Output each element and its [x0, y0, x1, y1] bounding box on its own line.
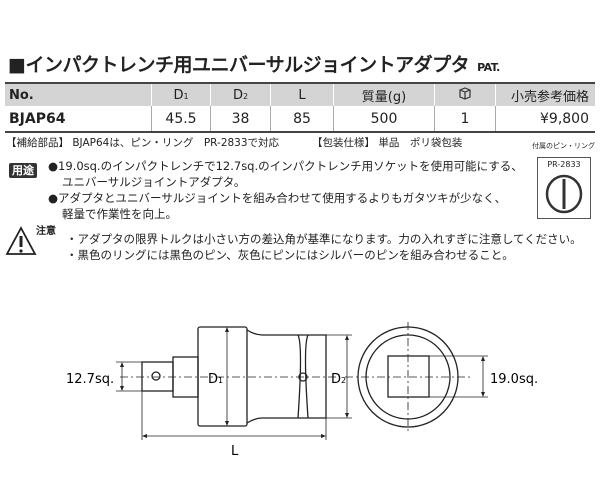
- page-title: ■インパクトレンチ用ユニバーサルジョイントアダプタ PAT.: [8, 50, 500, 77]
- label-19.0sq: 19.0sq.: [490, 372, 538, 387]
- patent-mark: PAT.: [477, 61, 500, 74]
- usage-tag: 用途: [9, 159, 37, 178]
- cell-d1: 45.5: [151, 106, 211, 133]
- ball-detent: [151, 371, 161, 381]
- title-text: ■インパクトレンチ用ユニバーサルジョイントアダプタ: [8, 54, 470, 76]
- cell-price: ¥9,800: [495, 106, 595, 133]
- sleeve-d2: [246, 329, 327, 424]
- usage-line: ●19.0sq.のインパクトレンチで12.7sq.のインパクトレンチ用ソケットを…: [48, 159, 523, 173]
- usage-line: ●アダプタとユニバーサルジョイントを組み合わせて使用するよりもガタツキが少なく、: [48, 191, 507, 205]
- warning-triangle-icon: [5, 226, 37, 255]
- collar-d1: [197, 326, 248, 427]
- usage-line: 軽量で作業性を向上。: [62, 207, 177, 221]
- square-drive: [141, 361, 174, 392]
- caution-line: ・黒色のリングには黒色のピン、灰色にピンにはシルバーのピンを組み合わせること。: [66, 248, 514, 262]
- pin-caption: 付属のピン・リング: [532, 142, 595, 150]
- pin-code: PR-2833: [547, 160, 581, 169]
- package-icon: [459, 87, 471, 100]
- caution-label: 注意: [36, 226, 56, 237]
- caution-line: ・アダプタの限界トルクは小さい方の差込角が基準になります。力の入れすぎに注意して…: [66, 232, 582, 246]
- label-d2: D2: [331, 372, 346, 387]
- col-d1: D1: [151, 82, 211, 106]
- packaging-note: 【包装仕様】 単品 ポリ袋包装: [312, 137, 463, 149]
- adapter-drawing: 12.7sq. 19.0sq. D1 D2 L: [66, 322, 538, 459]
- caution-text: ・アダプタの限界トルクは小さい方の差込角が基準になります。力の入れすぎに注意して…: [66, 231, 582, 263]
- col-d2: D2: [210, 82, 271, 106]
- table-row: BJAP64 45.5 38 85 500 1 ¥9,800: [5, 106, 595, 133]
- cell-no: BJAP64: [5, 106, 152, 133]
- pin-ring-icon: [545, 174, 583, 214]
- cell-l: 85: [270, 106, 334, 133]
- groove: [297, 334, 309, 419]
- label-l: L: [231, 444, 239, 459]
- usage-text: ●19.0sq.のインパクトレンチで12.7sq.のインパクトレンチ用ソケットを…: [48, 158, 523, 222]
- spec-table: No. D1 D2 L 質量(g) 小売参考価格 BJAP64 45.5 38 …: [5, 82, 595, 133]
- col-weight: 質量(g): [333, 82, 435, 106]
- col-no: No.: [5, 82, 152, 106]
- table-header: No. D1 D2 L 質量(g) 小売参考価格: [5, 82, 595, 106]
- cell-d2: 38: [210, 106, 271, 133]
- label-12.7sq: 12.7sq.: [66, 372, 114, 387]
- usage-line: ユニバーサルジョイントアダプタ。: [62, 175, 246, 189]
- cell-qty: 1: [434, 106, 496, 133]
- col-price: 小売参考価格: [495, 82, 595, 106]
- end-view-square: [387, 355, 430, 398]
- pin-ring-box: PR-2833: [537, 157, 591, 219]
- col-l: L: [270, 82, 334, 106]
- col-qty: [434, 82, 496, 106]
- parts-note: 【補給部品】 BJAP64は、ピン・リング PR-2833で対応: [6, 137, 280, 149]
- cell-weight: 500: [333, 106, 435, 133]
- label-d1: D1: [208, 372, 223, 387]
